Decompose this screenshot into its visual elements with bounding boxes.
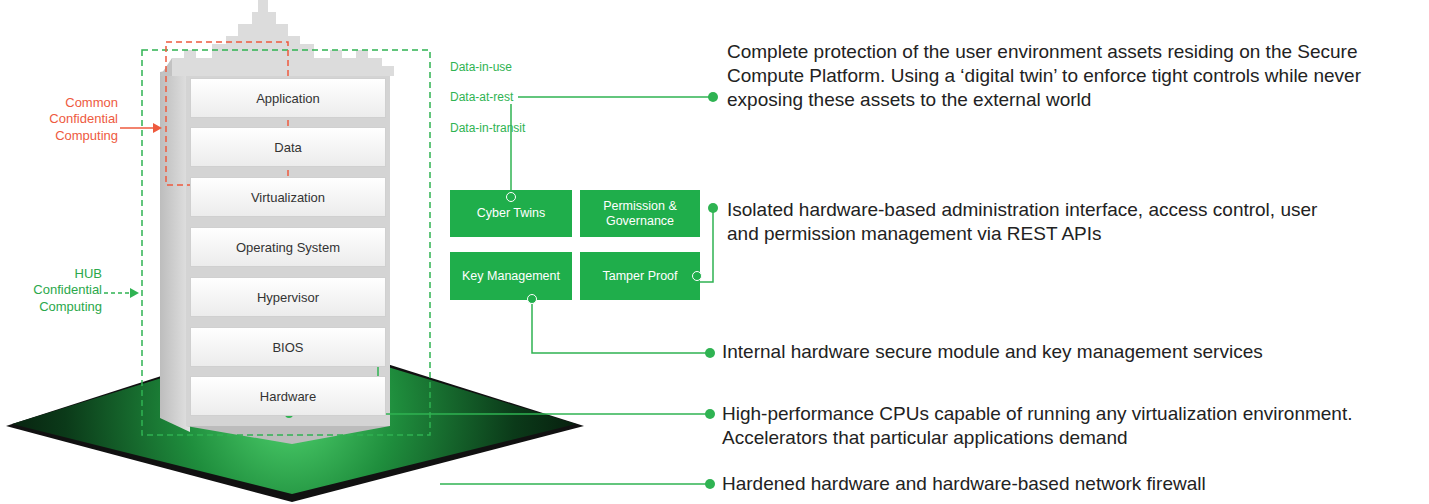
box-text: Hardware [260,389,316,404]
box-text: Tamper Proof [602,269,677,284]
feature-box: Permission & Governance [580,190,700,237]
data-state-label: Data-in-use [450,60,570,75]
box-text: Permission & Governance [586,199,694,229]
arrow-head [153,123,162,133]
castle-top [172,0,394,76]
description-text: High-performance CPUs capable of running… [722,402,1362,450]
arrow-line [120,127,156,129]
box-text: BIOS [272,340,303,355]
box-text: Hypervisor [257,290,319,305]
box-text: Application [256,91,320,106]
arrow-line [104,292,132,294]
stack-layer: BIOS [190,327,386,367]
arrow-head [130,288,139,298]
connector-ring [692,271,702,281]
data-state-label: Data-at-rest [450,90,516,105]
stack-layer: Hypervisor [190,277,386,317]
box-text: Cyber Twins [477,206,546,221]
region-label: Common Confidential Computing [18,95,118,144]
hub-region [142,50,430,435]
feature-box: Key Management [450,252,572,300]
description-text: Internal hardware secure module and key … [722,340,1342,364]
connector-ring [527,294,537,304]
stack-layer: Data [190,127,386,167]
stack-layer: Operating System [190,227,386,267]
stack-layer: Hardware [190,376,386,416]
box-text: Operating System [236,240,340,255]
feature-box: Tamper Proof [580,252,700,300]
box-text: Key Management [462,269,560,284]
tower-side [160,66,190,432]
description-text: Complete protection of the user environm… [727,40,1367,111]
description-text: Isolated hardware-based administration i… [727,198,1327,246]
description-text: Hardened hardware and hardware-based net… [722,472,1412,496]
stack-layer: Application [190,78,386,118]
stack-layer: Virtualization [190,177,386,217]
box-text: Data [274,140,301,155]
connector-ring [506,192,516,202]
data-state-label: Data-in-transit [450,121,570,136]
box-text: Virtualization [251,190,325,205]
feature-box: Cyber Twins [450,190,572,237]
region-label: HUB Confidential Computing [14,266,102,315]
